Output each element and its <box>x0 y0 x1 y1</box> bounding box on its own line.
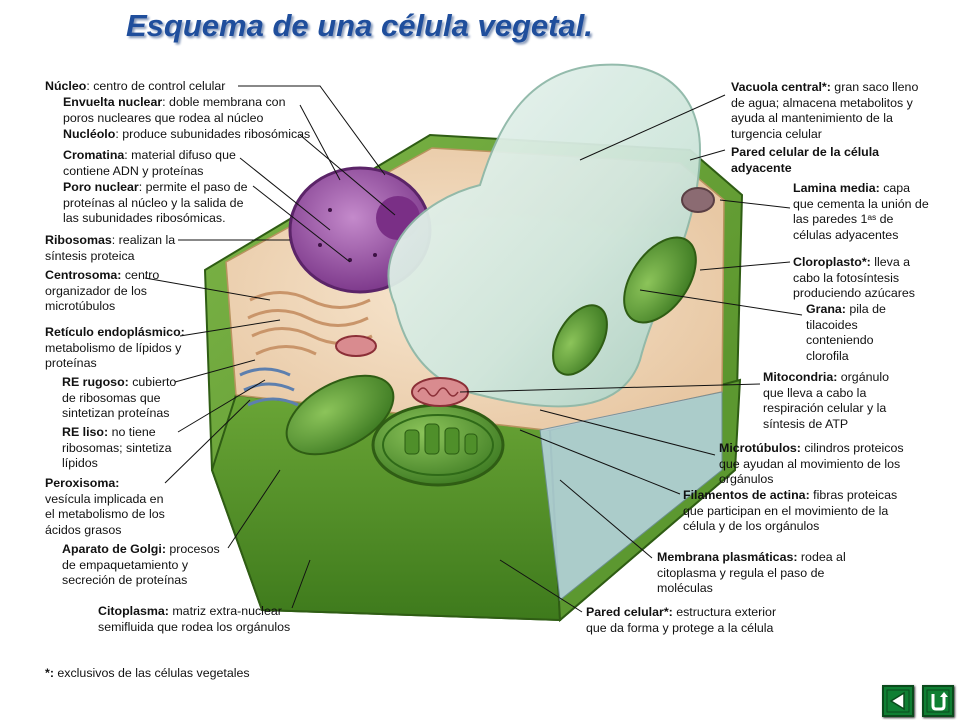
label-grana: Grana: pila de tilacoides conteniendo cl… <box>806 302 906 364</box>
label-name: Vacuola central*: <box>731 80 831 94</box>
label-name: Mitocondria: <box>763 370 838 384</box>
label-re-rugoso: RE rugoso: cubierto de ribosomas que sin… <box>62 375 180 422</box>
label-text: : centro de control celular <box>86 79 226 93</box>
return-arrow-icon <box>926 689 950 713</box>
label-text: matriz extra-nuclear semifluida que rode… <box>98 604 291 634</box>
label-text: : permite el paso de proteínas al núcleo… <box>63 180 248 225</box>
label-name: RE liso: <box>62 425 109 439</box>
label-text: metabolismo de lípidos y proteínas <box>45 340 182 371</box>
label-text: no tiene ribosomas; sintetiza lípidos <box>62 425 172 470</box>
label-citoplasma: Citoplasma: matriz extra-nuclear semiflu… <box>98 604 298 635</box>
label-name: Centrosoma: <box>45 268 122 282</box>
label-nucleolo: Nucléolo: produce subunidades ribosómica… <box>63 127 313 143</box>
label-text: : doble membrana con poros nucleares que… <box>63 95 286 125</box>
label-envuelta-nuclear: Envuelta nuclear: doble membrana con por… <box>63 95 295 126</box>
chloroplasts <box>285 236 697 487</box>
label-text: : realizan la síntesis proteica <box>45 233 176 263</box>
label-microtubulos: Microtúbulos: cilindros proteicos que ay… <box>719 441 919 488</box>
label-text: fibras proteicas que participan en el mo… <box>683 488 898 533</box>
label-text: vesícula implicada en el metabolismo de … <box>45 491 165 537</box>
label-membrana-plasmatica: Membrana plasmáticas: rodea al citoplasm… <box>657 550 857 597</box>
label-centrosoma: Centrosoma: centro organizador de los mi… <box>45 268 175 315</box>
label-name: RE rugoso: <box>62 375 129 389</box>
label-name: Pared celular de la célula adyacente <box>731 145 880 175</box>
label-text: estructura exterior que da forma y prote… <box>586 605 777 635</box>
label-vacuola-central: Vacuola central*: gran saco lleno de agu… <box>731 80 931 142</box>
label-peroxisoma: Peroxisoma: vesícula implicada en el met… <box>45 476 167 538</box>
label-name: Cromatina <box>63 148 125 162</box>
label-name: Núcleo <box>45 79 87 93</box>
label-nucleo: Núcleo: centro de control celular <box>45 79 245 95</box>
label-name: Retículo endoplásmico: <box>45 325 185 339</box>
leader-lines <box>144 85 803 613</box>
label-text: rodea al citoplasma y regula el paso de … <box>657 550 846 595</box>
label-text: centro organizador de los microtúbulos <box>45 268 160 313</box>
label-name: Citoplasma: <box>98 604 169 618</box>
er-golgi <box>239 291 373 407</box>
label-name: Envuelta nuclear <box>63 95 163 109</box>
label-name: Peroxisoma: <box>45 476 120 490</box>
page-title: Esquema de una célula vegetal. <box>126 8 593 43</box>
label-name: Ribosomas <box>45 233 112 247</box>
label-text: orgánulo que lleva a cabo la respiración… <box>763 370 890 431</box>
footnote-mark: *: <box>45 666 54 680</box>
label-name: Membrana plasmáticas: <box>657 550 798 564</box>
label-name: Poro nuclear <box>63 180 139 194</box>
label-name: Microtúbulos: <box>719 441 801 455</box>
label-text: capa que cementa la unión de las paredes… <box>793 181 929 242</box>
label-pared-celular: Pared celular*: estructura exterior que … <box>586 605 796 636</box>
label-text: pila de tilacoides conteniendo clorofila <box>806 302 886 363</box>
label-name: Cloroplasto*: <box>793 255 871 269</box>
label-pared-celular-adyacente: Pared celular de la célula adyacente <box>731 145 891 176</box>
central-vacuole <box>387 63 702 408</box>
label-text: cilindros proteicos que ayudan al movimi… <box>719 441 904 486</box>
footnote-text: exclusivos de las células vegetales <box>53 666 250 680</box>
label-ribosomas: Ribosomas: realizan la síntesis proteica <box>45 233 185 264</box>
back-triangle-icon <box>886 689 910 713</box>
label-cromatina: Cromatina: material difuso que contiene … <box>63 148 245 179</box>
back-button[interactable] <box>882 685 914 717</box>
label-aparato-de-golgi: Aparato de Golgi: procesos de empaquetam… <box>62 542 230 589</box>
label-name: Lamina media: <box>793 181 880 195</box>
label-reticulo-endoplasmico: Retículo endoplásmico: metabolismo de lí… <box>45 325 190 372</box>
label-text: cubierto de ribosomas que sintetizan pro… <box>62 375 177 420</box>
label-name: Aparato de Golgi: <box>62 542 166 556</box>
label-re-liso: RE liso: no tiene ribosomas; sintetiza l… <box>62 425 180 472</box>
label-lamina-media: Lamina media: capa que cementa la unión … <box>793 181 933 243</box>
label-mitocondria: Mitocondria: orgánulo que lleva a cabo l… <box>763 370 903 432</box>
label-poro-nuclear: Poro nuclear: permite el paso de proteín… <box>63 180 259 227</box>
label-text: lleva a cabo la fotosíntesis produciendo… <box>793 255 915 300</box>
label-text: gran saco lleno de agua; almacena metabo… <box>731 80 919 141</box>
label-cloroplasto: Cloroplasto*: lleva a cabo la fotosíntes… <box>793 255 928 302</box>
label-filamentos-de-actina: Filamentos de actina: fibras proteicas q… <box>683 488 911 535</box>
footnote: *: exclusivos de las células vegetales <box>45 666 305 682</box>
label-text: procesos de empaquetamiento y secreción … <box>62 542 220 587</box>
return-button[interactable] <box>922 685 954 717</box>
label-text: : material difuso que contiene ADN y pro… <box>63 148 236 178</box>
label-name: Nucléolo <box>63 127 116 141</box>
label-name: Grana: <box>806 302 846 316</box>
mitochondria <box>335 187 715 407</box>
label-text: : produce subunidades ribosómicas <box>115 127 311 141</box>
label-name: Filamentos de actina: <box>683 488 810 502</box>
label-name: Pared celular*: <box>586 605 673 619</box>
